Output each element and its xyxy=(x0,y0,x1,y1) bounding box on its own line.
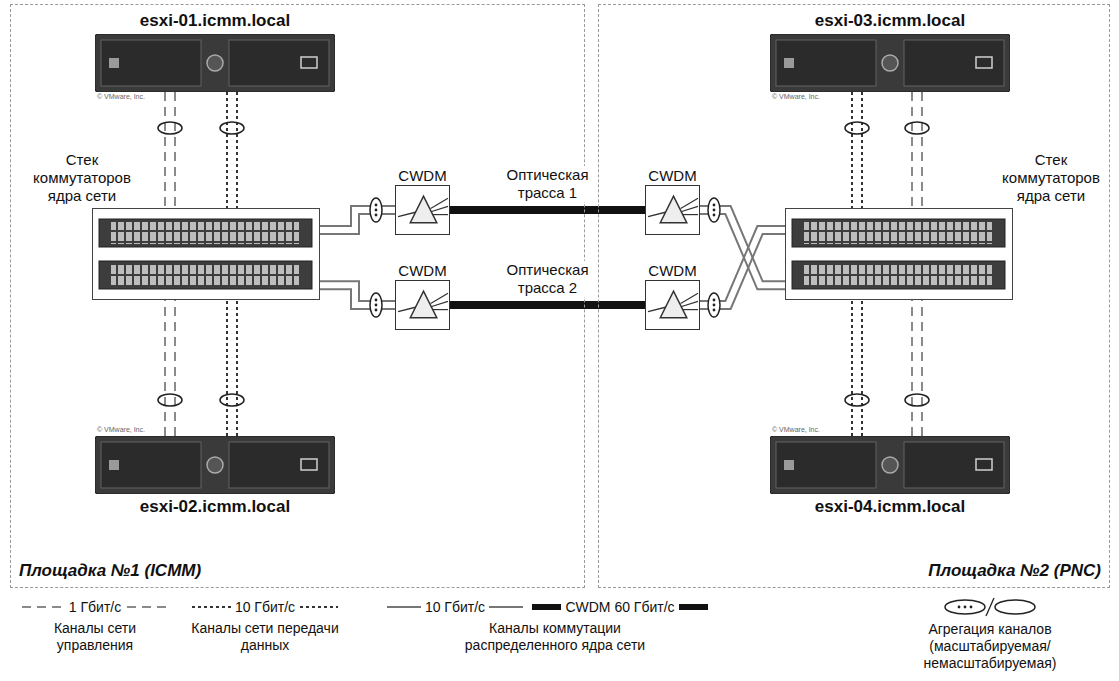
server-illustration xyxy=(770,436,1010,494)
link-line xyxy=(861,92,863,208)
host-name: esxi-04.icmm.local xyxy=(815,497,965,517)
prism-icon xyxy=(396,186,449,234)
site-label: Площадка №1 (ICMM) xyxy=(19,561,201,581)
link-pair xyxy=(165,300,175,436)
copyright-note: © VMware, Inc. xyxy=(772,93,842,101)
trunk-label: Оптическая трасса 1 xyxy=(500,166,596,202)
cwdm-mux: CWDM xyxy=(395,185,450,235)
link-line xyxy=(320,289,395,309)
device-label: CWDM xyxy=(648,262,696,279)
link-line xyxy=(921,92,923,208)
legend-item: 1 Гбит/с xyxy=(20,597,170,617)
link-line xyxy=(911,300,913,436)
server-illustration xyxy=(95,34,335,92)
host-name: esxi-01.icmm.local xyxy=(140,11,290,31)
copyright-note: © VMware, Inc. xyxy=(97,426,167,434)
link-line xyxy=(174,300,176,436)
link-line xyxy=(320,214,395,234)
stack-label: Стек коммутаторов ядра сети xyxy=(991,151,1111,205)
server-host: esxi-01.icmm.local xyxy=(95,34,335,92)
legend-item: 10 Гбит/с xyxy=(190,597,340,617)
cwdm-mux: CWDM xyxy=(395,280,450,330)
link-pair xyxy=(227,92,237,208)
legend-text: CWDM 60 Гбит/с xyxy=(561,599,678,615)
link-line xyxy=(320,206,395,226)
host-name: esxi-02.icmm.local xyxy=(140,497,290,517)
optical-trunk xyxy=(450,210,645,211)
link-line xyxy=(450,206,645,214)
link-pair xyxy=(852,92,862,208)
copyright-note: © VMware, Inc. xyxy=(97,93,167,101)
link-line xyxy=(861,300,863,436)
link-line xyxy=(236,92,238,208)
optical-trunk xyxy=(450,305,645,306)
switch-stack: Стек коммутаторов ядра сети xyxy=(92,208,320,300)
legend-sample xyxy=(890,597,1090,619)
server-illustration xyxy=(95,436,335,494)
site-label: Площадка №2 (PNC) xyxy=(928,561,1101,581)
legend-caption: Каналы сети управления xyxy=(20,620,170,654)
link-line xyxy=(226,300,228,436)
link-pair xyxy=(320,206,395,234)
cwdm-mux: CWDM xyxy=(645,185,700,235)
legend-text: Агрегация каналов (масштабируемая/ немас… xyxy=(915,621,1065,672)
link-line xyxy=(320,281,395,301)
legend-caption: Каналы сети передачи данных xyxy=(190,620,340,654)
link-pair xyxy=(852,300,862,436)
prism-icon xyxy=(646,186,699,234)
legend-text: 10 Гбит/с xyxy=(231,599,299,615)
legend-text: 10 Гбит/с xyxy=(421,599,489,615)
link-pair xyxy=(165,92,175,208)
legend-caption: Каналы коммутации распределенного ядра с… xyxy=(455,620,655,654)
stack-label: Стек коммутаторов ядра сети xyxy=(17,151,147,205)
host-name: esxi-03.icmm.local xyxy=(815,11,965,31)
link-line xyxy=(700,226,785,301)
link-line xyxy=(450,301,645,309)
link-line xyxy=(236,300,238,436)
legend-item: 10 Гбит/с xyxy=(385,597,525,617)
link-pair xyxy=(227,300,237,436)
cwdm-mux: CWDM xyxy=(645,280,700,330)
switch-illustration xyxy=(786,209,1012,299)
legend-item: Агрегация каналов (масштабируемая/ немас… xyxy=(890,597,1090,672)
device-label: CWDM xyxy=(398,262,446,279)
prism-icon xyxy=(396,281,449,329)
link-line xyxy=(851,92,853,208)
prism-icon xyxy=(646,281,699,329)
link-line xyxy=(164,92,166,208)
link-line xyxy=(164,300,166,436)
site-region: esxi-03.icmm.localСтек коммутаторов ядра… xyxy=(598,4,1110,588)
device-label: CWDM xyxy=(648,167,696,184)
server-host: esxi-04.icmm.local xyxy=(770,436,1010,494)
copyright-note: © VMware, Inc. xyxy=(772,426,842,434)
link-pair xyxy=(320,281,395,309)
link-line xyxy=(921,300,923,436)
link-line xyxy=(911,92,913,208)
legend-text: 1 Гбит/с xyxy=(65,599,125,615)
link-line xyxy=(851,300,853,436)
link-pair xyxy=(912,300,922,436)
trunk-label: Оптическая трасса 2 xyxy=(500,261,596,297)
server-illustration xyxy=(770,34,1010,92)
switch-stack: Стек коммутаторов ядра сети xyxy=(785,208,1013,300)
link-pair xyxy=(912,92,922,208)
device-label: CWDM xyxy=(398,167,446,184)
switch-illustration xyxy=(93,209,319,299)
server-host: esxi-03.icmm.local xyxy=(770,34,1010,92)
link-line xyxy=(174,92,176,208)
server-host: esxi-02.icmm.local xyxy=(95,436,335,494)
link-line xyxy=(226,92,228,208)
legend-item: CWDM 60 Гбит/с xyxy=(530,597,710,617)
